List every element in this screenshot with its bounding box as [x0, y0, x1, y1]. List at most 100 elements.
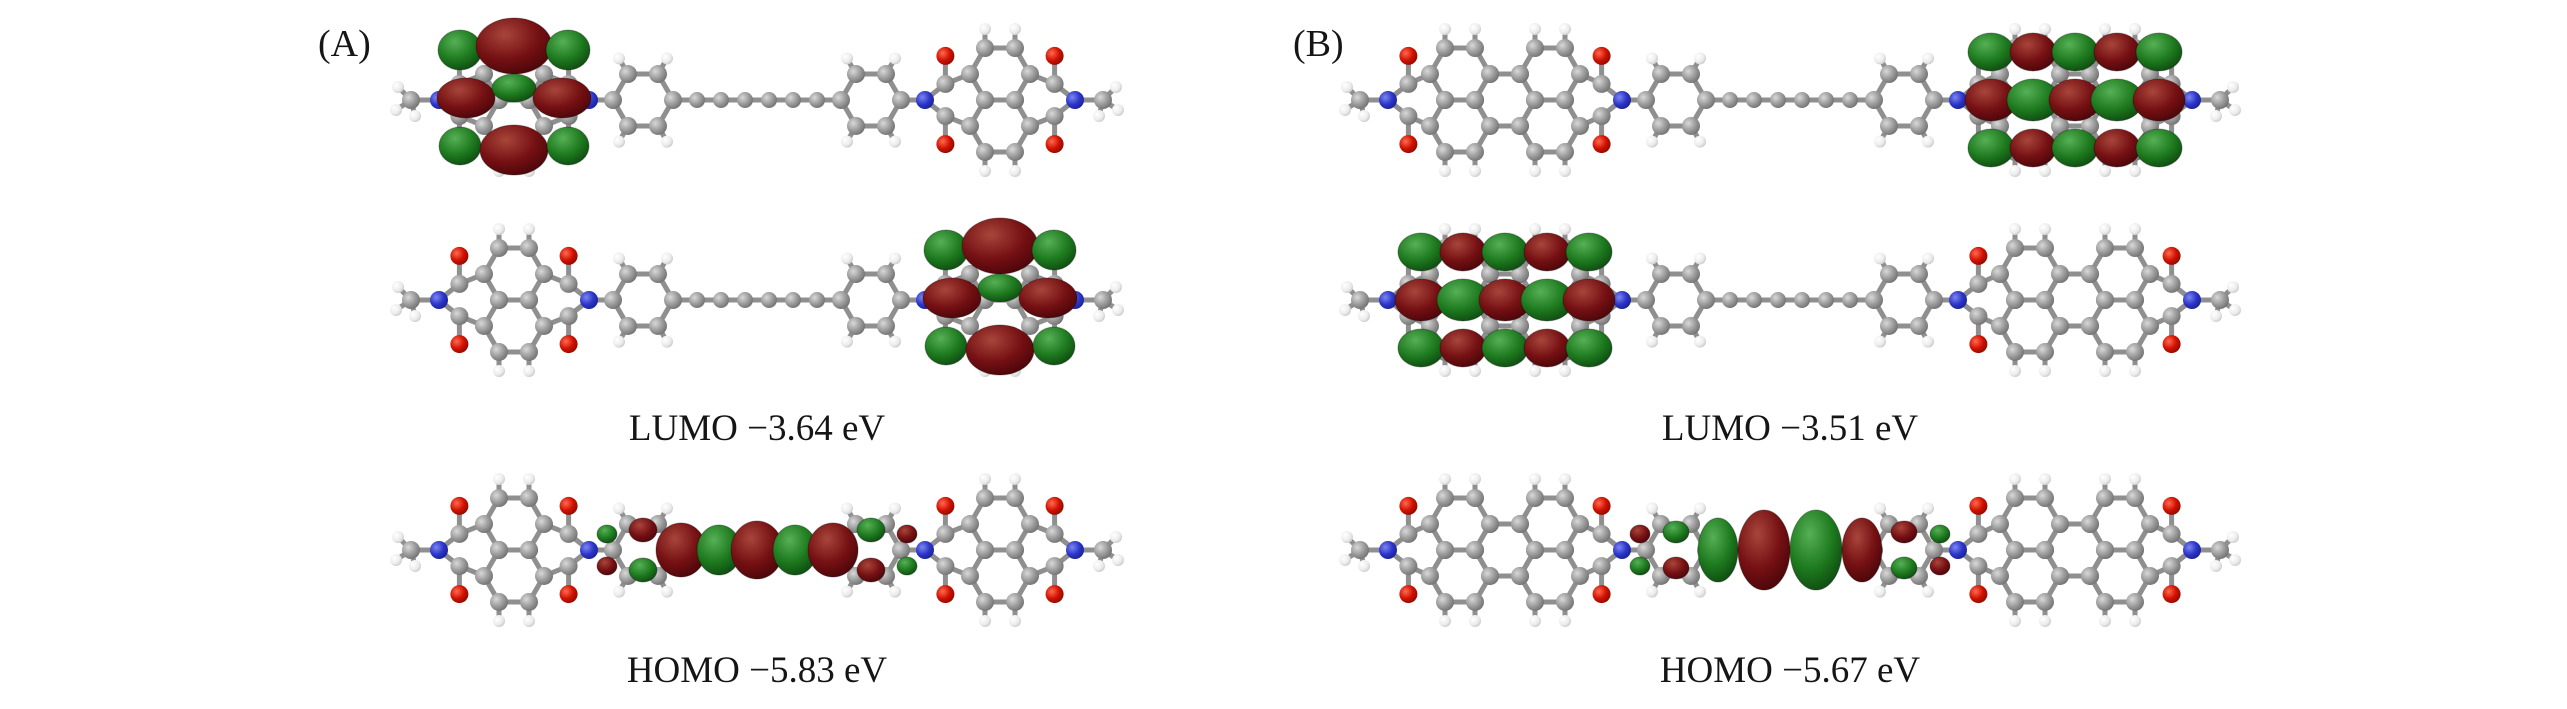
orbital-lobe [2009, 128, 2057, 168]
atom-o [2162, 246, 2181, 265]
atom-c [961, 265, 979, 284]
atom-c [535, 116, 553, 135]
atom-c [559, 557, 578, 576]
atom-h [2129, 223, 2141, 236]
atom-o [1592, 46, 1611, 65]
atom-h [2009, 223, 2021, 236]
atom-c [1652, 316, 1670, 335]
atom-c [976, 39, 994, 58]
atom-c [1006, 142, 1024, 161]
atom-c [604, 541, 622, 559]
atom-h [1874, 135, 1886, 148]
atom-o [1045, 496, 1064, 515]
atom-c [559, 307, 578, 326]
atom-c [1991, 316, 2009, 335]
atom-c [976, 541, 994, 559]
atom-h [2099, 473, 2111, 486]
orbital-lobe [1523, 328, 1571, 368]
atom-c [1094, 91, 1112, 109]
orbital-lobe [807, 522, 859, 578]
atom-h [1646, 335, 1658, 348]
atom-c [1637, 91, 1655, 109]
atom-c [847, 316, 865, 335]
atom-h [613, 335, 625, 348]
atom-h [523, 614, 535, 627]
atom-h [1874, 502, 1886, 515]
atom-h [1339, 304, 1351, 316]
orbital-lobe [1562, 278, 1616, 322]
atom-c [1006, 592, 1024, 611]
atom-c [1746, 292, 1762, 308]
atom-n [1066, 91, 1084, 109]
orbital-lobe [1662, 556, 1690, 580]
atom-c [664, 91, 682, 109]
molecule-b-row1-lumo-right [1339, 23, 2241, 177]
atom-c [619, 116, 637, 135]
atom-c [1481, 566, 1499, 585]
atom-h [2039, 223, 2051, 236]
atom-c [1571, 566, 1589, 585]
atom-c [2036, 541, 2054, 559]
atom-c [1556, 541, 1574, 559]
atom-h [1469, 614, 1481, 627]
atom-c [936, 74, 955, 93]
atom-h [1694, 585, 1706, 598]
atom-c [936, 524, 955, 543]
atom-h [1922, 52, 1934, 65]
atom-c [1969, 557, 1988, 576]
atom-c [1351, 541, 1369, 559]
orbital-lobe [1523, 232, 1571, 272]
atom-h [1358, 110, 1370, 122]
orbital-lobe [2135, 128, 2183, 168]
atom-c [2081, 265, 2099, 284]
atom-c [976, 592, 994, 611]
orbital-lobe [1789, 509, 1843, 591]
atom-c [1481, 65, 1499, 84]
atom-c [976, 91, 994, 109]
atom-h [2009, 23, 2021, 36]
orbital-lobe [2093, 32, 2141, 72]
atom-c [2211, 541, 2229, 559]
atom-c [689, 292, 705, 308]
atom-h [841, 252, 853, 265]
atom-o [559, 496, 578, 515]
atom-c [1842, 92, 1858, 108]
atom-c [847, 65, 865, 84]
atom-h [1529, 223, 1541, 236]
atom-c [1094, 541, 1112, 559]
atom-c [1652, 116, 1670, 135]
atom-h [1559, 364, 1571, 377]
atom-c [689, 92, 705, 108]
atom-c [1436, 39, 1454, 58]
atom-c [490, 489, 508, 508]
atom-h [2129, 364, 2141, 377]
atom-c [1682, 265, 1700, 284]
orbital-lobe [1890, 556, 1918, 580]
atom-n [1613, 541, 1631, 559]
orbital-lobe [1439, 328, 1487, 368]
atom-c [1592, 74, 1611, 93]
atom-c [1682, 65, 1700, 84]
atom-h [889, 585, 901, 598]
orbital-lobe [1967, 32, 2015, 72]
atom-c [936, 107, 955, 126]
atom-h [1110, 81, 1122, 93]
atom-h [661, 502, 673, 515]
atom-c [2036, 592, 2054, 611]
atom-h [1439, 164, 1451, 177]
atom-n [1949, 541, 1967, 559]
atom-h [1009, 473, 1021, 486]
orbital-lobe [896, 556, 918, 576]
atom-c [832, 91, 850, 109]
atom-h [889, 52, 901, 65]
atom-h [1874, 252, 1886, 265]
atom-h [2227, 281, 2239, 293]
atom-c [619, 316, 637, 335]
atom-c [1571, 515, 1589, 534]
atom-c [520, 342, 538, 361]
atom-c [2141, 316, 2159, 335]
atom-c [450, 274, 469, 293]
atom-c [535, 566, 553, 585]
atom-c [1722, 92, 1738, 108]
orbital-lobe [2009, 32, 2057, 72]
